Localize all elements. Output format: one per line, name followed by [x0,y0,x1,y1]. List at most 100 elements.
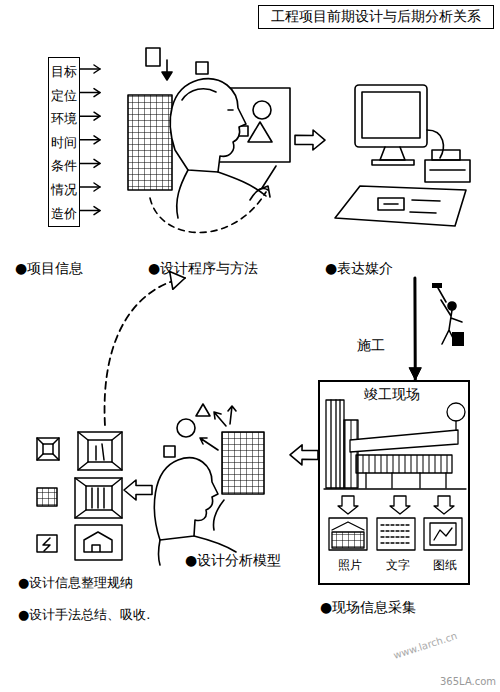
node-text: 目标 [49,60,79,84]
info-boxes-sketch [78,432,122,470]
computer-sketch [380,147,405,160]
site-sketch [329,518,367,550]
media-box: 照片 [328,510,372,574]
worker-sketch [432,283,442,288]
arrow-head [94,183,100,191]
figure-panel: ●设计程序与方法 [100,42,295,278]
node-text: 条件 [49,154,79,178]
connector-line [80,115,100,117]
site-sketch [324,400,466,550]
info-boxes-sketch [37,488,57,506]
list-box: 目标定位环境时间条件情况造价 [48,57,80,227]
site-sketch [356,455,452,473]
figure-panel: ●设计分析模型 [152,410,290,570]
computer-sketch [335,85,470,226]
connector-line [80,210,100,212]
node-text: ●设计信息整理规纳 [18,574,133,592]
site-sketch [434,528,452,540]
arrow-head [94,89,100,97]
analyst-sketch [222,432,264,494]
computer-sketch [384,200,440,213]
designer-sketch [218,172,266,196]
info-boxes-sketch [75,525,122,560]
dashed-connector [105,278,185,425]
node-text: 图纸 [424,557,466,574]
site-sketch [324,488,466,489]
site-sketch [390,496,410,514]
watermark: 365LA.com [440,676,496,687]
analyst-sketch [213,500,224,530]
block-arrow [124,480,152,500]
site-sketch [434,496,454,514]
info-boxes-sketch [86,486,112,510]
site-sketch [350,430,458,452]
connector-line [80,163,100,165]
section-label: ●项目信息 [15,260,83,278]
info-boxes-sketch [37,438,59,460]
node-text: 环境 [49,107,79,131]
analyst-sketch [194,536,236,552]
designer-sketch [253,101,271,119]
node-text: ●设计分析模型 [185,552,281,570]
info-boxes-sketch [37,432,122,560]
arrow-head [409,368,421,380]
connector-arrow [409,278,421,380]
node-text: 文字 [376,557,420,574]
worker-sketch [448,302,456,310]
connector-arrow [124,480,152,500]
designer-sketch [170,79,246,172]
connector-line [80,186,100,188]
media-box: 图纸 [424,510,466,574]
node-text: 照片 [328,557,372,574]
site-sketch [366,473,446,488]
node-text: ●设计程序与方法 [148,260,258,278]
block-arrow [290,445,318,465]
node-text: ●设计手法总结、吸收. [18,606,150,624]
analyst-sketch [228,406,236,424]
designer-sketch [162,72,172,80]
connector-arrow [80,65,100,215]
analyst-sketch [154,404,264,565]
computer-sketch [335,186,466,226]
node-text: 时间 [49,131,79,155]
site-sketch [447,403,465,421]
worker-sketch [432,283,464,346]
node-text: 竣工现场 [362,386,422,404]
designer-sketch [146,48,160,66]
designer-sketch [182,89,216,100]
node-text: 定位 [49,84,79,108]
computer-sketch [362,92,420,138]
computer-sketch [425,160,470,182]
site-sketch [331,400,340,488]
designer-sketch [128,48,290,233]
block-arrow [295,130,325,150]
analyst-sketch [164,446,175,457]
node-text: ●表达媒介 [325,260,393,278]
connector-arrow [105,272,185,425]
watermark: www.larch.cn [392,630,459,661]
computer-sketch [427,130,443,158]
figure-panel: ●设计信息整理规纳●设计手法总结、吸收. [12,425,124,630]
site-sketch [344,420,358,488]
designer-sketch [258,186,270,197]
connector-line [413,278,416,380]
connector-line [80,139,100,141]
site-sketch [430,523,456,545]
photo-frame: 竣工现场●现场信息采集照片文字图纸 [318,380,470,585]
analyst-sketch [200,438,218,450]
node-text: 情况 [49,178,79,202]
info-boxes-sketch [75,478,122,518]
site-sketch [381,525,411,543]
designer-sketch [150,192,266,233]
designer-sketch [228,109,233,111]
info-boxes-sketch [88,440,112,462]
arrow-head [94,65,100,73]
site-sketch [424,518,462,550]
info-boxes-sketch [78,432,122,470]
connector-arrow [295,130,325,150]
designer-sketch [248,122,272,142]
computer-sketch [430,169,465,171]
computer-sketch [432,150,460,160]
designer-sketch [196,62,208,74]
info-boxes-sketch [37,535,57,552]
